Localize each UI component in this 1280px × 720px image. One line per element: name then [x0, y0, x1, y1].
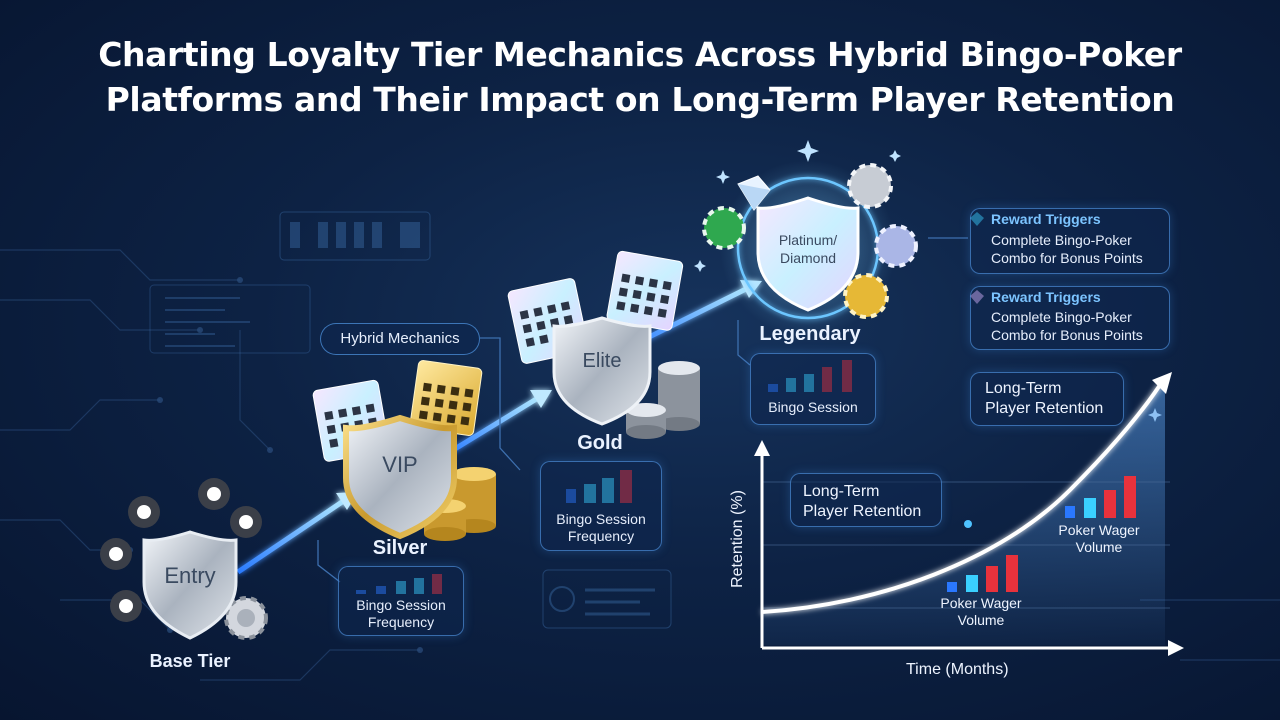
vip-card-gold [409, 360, 483, 436]
bingo-balls [100, 478, 262, 622]
poker-wager-lower: Poker Wager Volume [922, 595, 1040, 629]
retention-box-top-line1: Long-Term [985, 380, 1062, 397]
x-axis-arrow [1168, 640, 1184, 656]
tech-widget-text [149, 284, 311, 354]
retention-curve-arrowhead [1152, 372, 1172, 394]
poker-wager-upper: Poker Wager Volume [1040, 522, 1158, 556]
shield-entry [142, 530, 238, 640]
retention-box-mid: Long-Term Player Retention [790, 473, 942, 527]
tech-widget-bars [279, 211, 431, 261]
bingo-panel-gold-line1: Bingo Session [556, 511, 646, 527]
y-axis-arrow [754, 440, 770, 456]
bingo-panel-silver-line1: Bingo Session [356, 597, 446, 613]
tech-widget-bottom [542, 569, 672, 629]
reward-trigger-line2-1: Combo for Bonus Points [991, 250, 1143, 266]
shield-platinum-text: Platinum/ Diamond [762, 231, 854, 267]
shield-vip [343, 414, 457, 540]
retention-box-mid-line1: Long-Term [803, 483, 880, 500]
elite-card-2 [606, 250, 684, 331]
reward-trigger-line1-1: Complete Bingo-Poker [991, 232, 1132, 248]
shield-entry-text: Entry [164, 563, 216, 588]
shield-elite [552, 316, 652, 426]
tier-label-gold: Gold [577, 432, 623, 454]
shield-platinum-line1: Platinum/ [778, 232, 838, 248]
tier-label-base: Base Tier [149, 651, 231, 671]
bar-chart-poker-lower [947, 555, 1018, 592]
tier-label-legendary: Legendary [759, 323, 861, 345]
reward-trigger-title-2: Reward Triggers [991, 289, 1101, 305]
hybrid-mechanics-pill: Hybrid Mechanics [320, 323, 480, 355]
arrowhead-2 [530, 390, 552, 408]
diamond-icon [737, 175, 771, 211]
bar-chart-poker-upper [1065, 476, 1136, 518]
progress-arrow-2 [443, 395, 540, 458]
reward-trigger-box-2: Reward Triggers Complete Bingo-Poker Com… [970, 286, 1170, 350]
poker-wager-upper-line1: Poker Wager [1058, 522, 1140, 538]
poker-wager-upper-line2: Volume [1075, 539, 1123, 555]
bingo-panel-legendary: Bingo Session [750, 353, 876, 425]
gold-chip-stack [424, 467, 496, 541]
x-axis-label: Time (Months) [906, 661, 1009, 678]
reward-trigger-line2-2: Combo for Bonus Points [991, 327, 1143, 343]
poker-wager-lower-line2: Volume [957, 612, 1005, 628]
curve-point [964, 520, 972, 528]
retention-box-top: Long-Term Player Retention [970, 372, 1124, 426]
shield-vip-text: VIP [382, 452, 418, 477]
shield-platinum [756, 196, 860, 312]
retention-box-top-line2: Player Retention [985, 400, 1104, 417]
shield-platinum-line2: Diamond [779, 250, 837, 266]
bingo-panel-gold-line2: Frequency [567, 528, 635, 544]
silver-chip-stack [626, 361, 700, 439]
reward-trigger-title-1: Reward Triggers [991, 211, 1101, 227]
reward-trigger-box-1: Reward Triggers Complete Bingo-Poker Com… [970, 208, 1170, 274]
shield-elite-text: Elite [582, 350, 622, 372]
bingo-panel-gold: Bingo Session Frequency [540, 461, 662, 551]
progress-arrow-1 [236, 497, 347, 575]
tier-label-silver: Silver [372, 537, 428, 559]
retention-curve [761, 383, 1162, 614]
bingo-panel-silver: Bingo Session Frequency [338, 566, 464, 636]
y-axis-label: Retention (%) [729, 490, 746, 588]
poker-chip-entry [224, 596, 268, 640]
bingo-panel-legendary-line1: Bingo Session [768, 399, 858, 415]
retention-box-mid-line2: Player Retention [803, 503, 922, 520]
platinum-chips [702, 163, 918, 319]
page-title-line-1: Charting Loyalty Tier Mechanics Across H… [98, 35, 1182, 74]
page-title-line-2: Platforms and Their Impact on Long-Term … [105, 80, 1175, 119]
poker-wager-lower-line1: Poker Wager [940, 595, 1022, 611]
reward-trigger-line1-2: Complete Bingo-Poker [991, 309, 1132, 325]
retention-area [762, 378, 1165, 645]
bingo-panel-silver-line2: Frequency [367, 614, 435, 630]
